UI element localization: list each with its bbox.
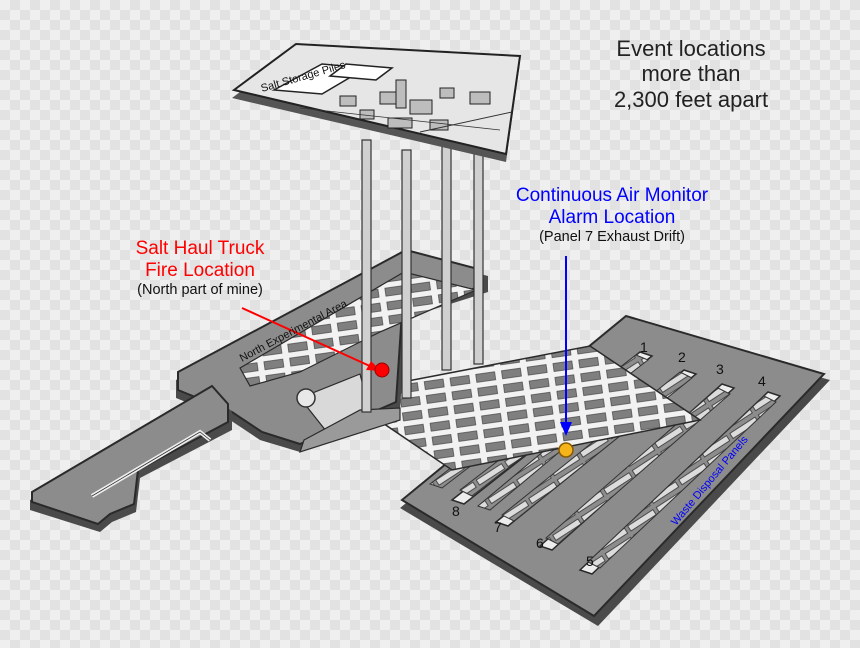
panel-numbers: 1 2 3 4 5 6 7 8 (452, 339, 766, 569)
headline-line-2: more than (641, 61, 741, 87)
panel-number-7: 7 (494, 519, 502, 535)
panel-number-1: 1 (640, 339, 648, 355)
monitor-title-line-2: Alarm Location (548, 206, 676, 228)
panel-number-2: 2 (678, 349, 686, 365)
panel-number-4: 4 (758, 373, 766, 389)
monitor-callout: Continuous Air Monitor Alarm Location (P… (492, 185, 732, 245)
waste-disposal-panels (338, 314, 830, 626)
headline-line-3: 2,300 feet apart (613, 86, 769, 112)
fire-title-line-1: Salt Haul Truck (135, 238, 265, 259)
fire-title-line-2: Fire Location (145, 259, 255, 281)
headline-line-1: Event locations (616, 36, 766, 61)
surface-facilities (231, 42, 522, 162)
panel-number-5: 5 (586, 553, 594, 569)
panel-number-6: 6 (536, 535, 544, 551)
fire-callout: Salt Haul Truck Fire Location (North par… (100, 238, 300, 298)
panel-number-8: 8 (452, 503, 460, 519)
shafts (361, 127, 484, 413)
west-drift (30, 384, 232, 532)
fire-pointer-line (241, 307, 373, 368)
alarm-location-marker (558, 442, 574, 458)
fire-note: (North part of mine) (137, 281, 263, 298)
monitor-note: (Panel 7 Exhaust Drift) (539, 228, 685, 245)
monitor-title-line-1: Continuous Air Monitor (515, 185, 709, 206)
monitor-pointer-arrowhead (560, 422, 572, 436)
headline: Event locations more than 2,300 feet apa… (596, 36, 786, 112)
fire-location-marker (374, 362, 390, 378)
panel-number-3: 3 (716, 361, 724, 377)
